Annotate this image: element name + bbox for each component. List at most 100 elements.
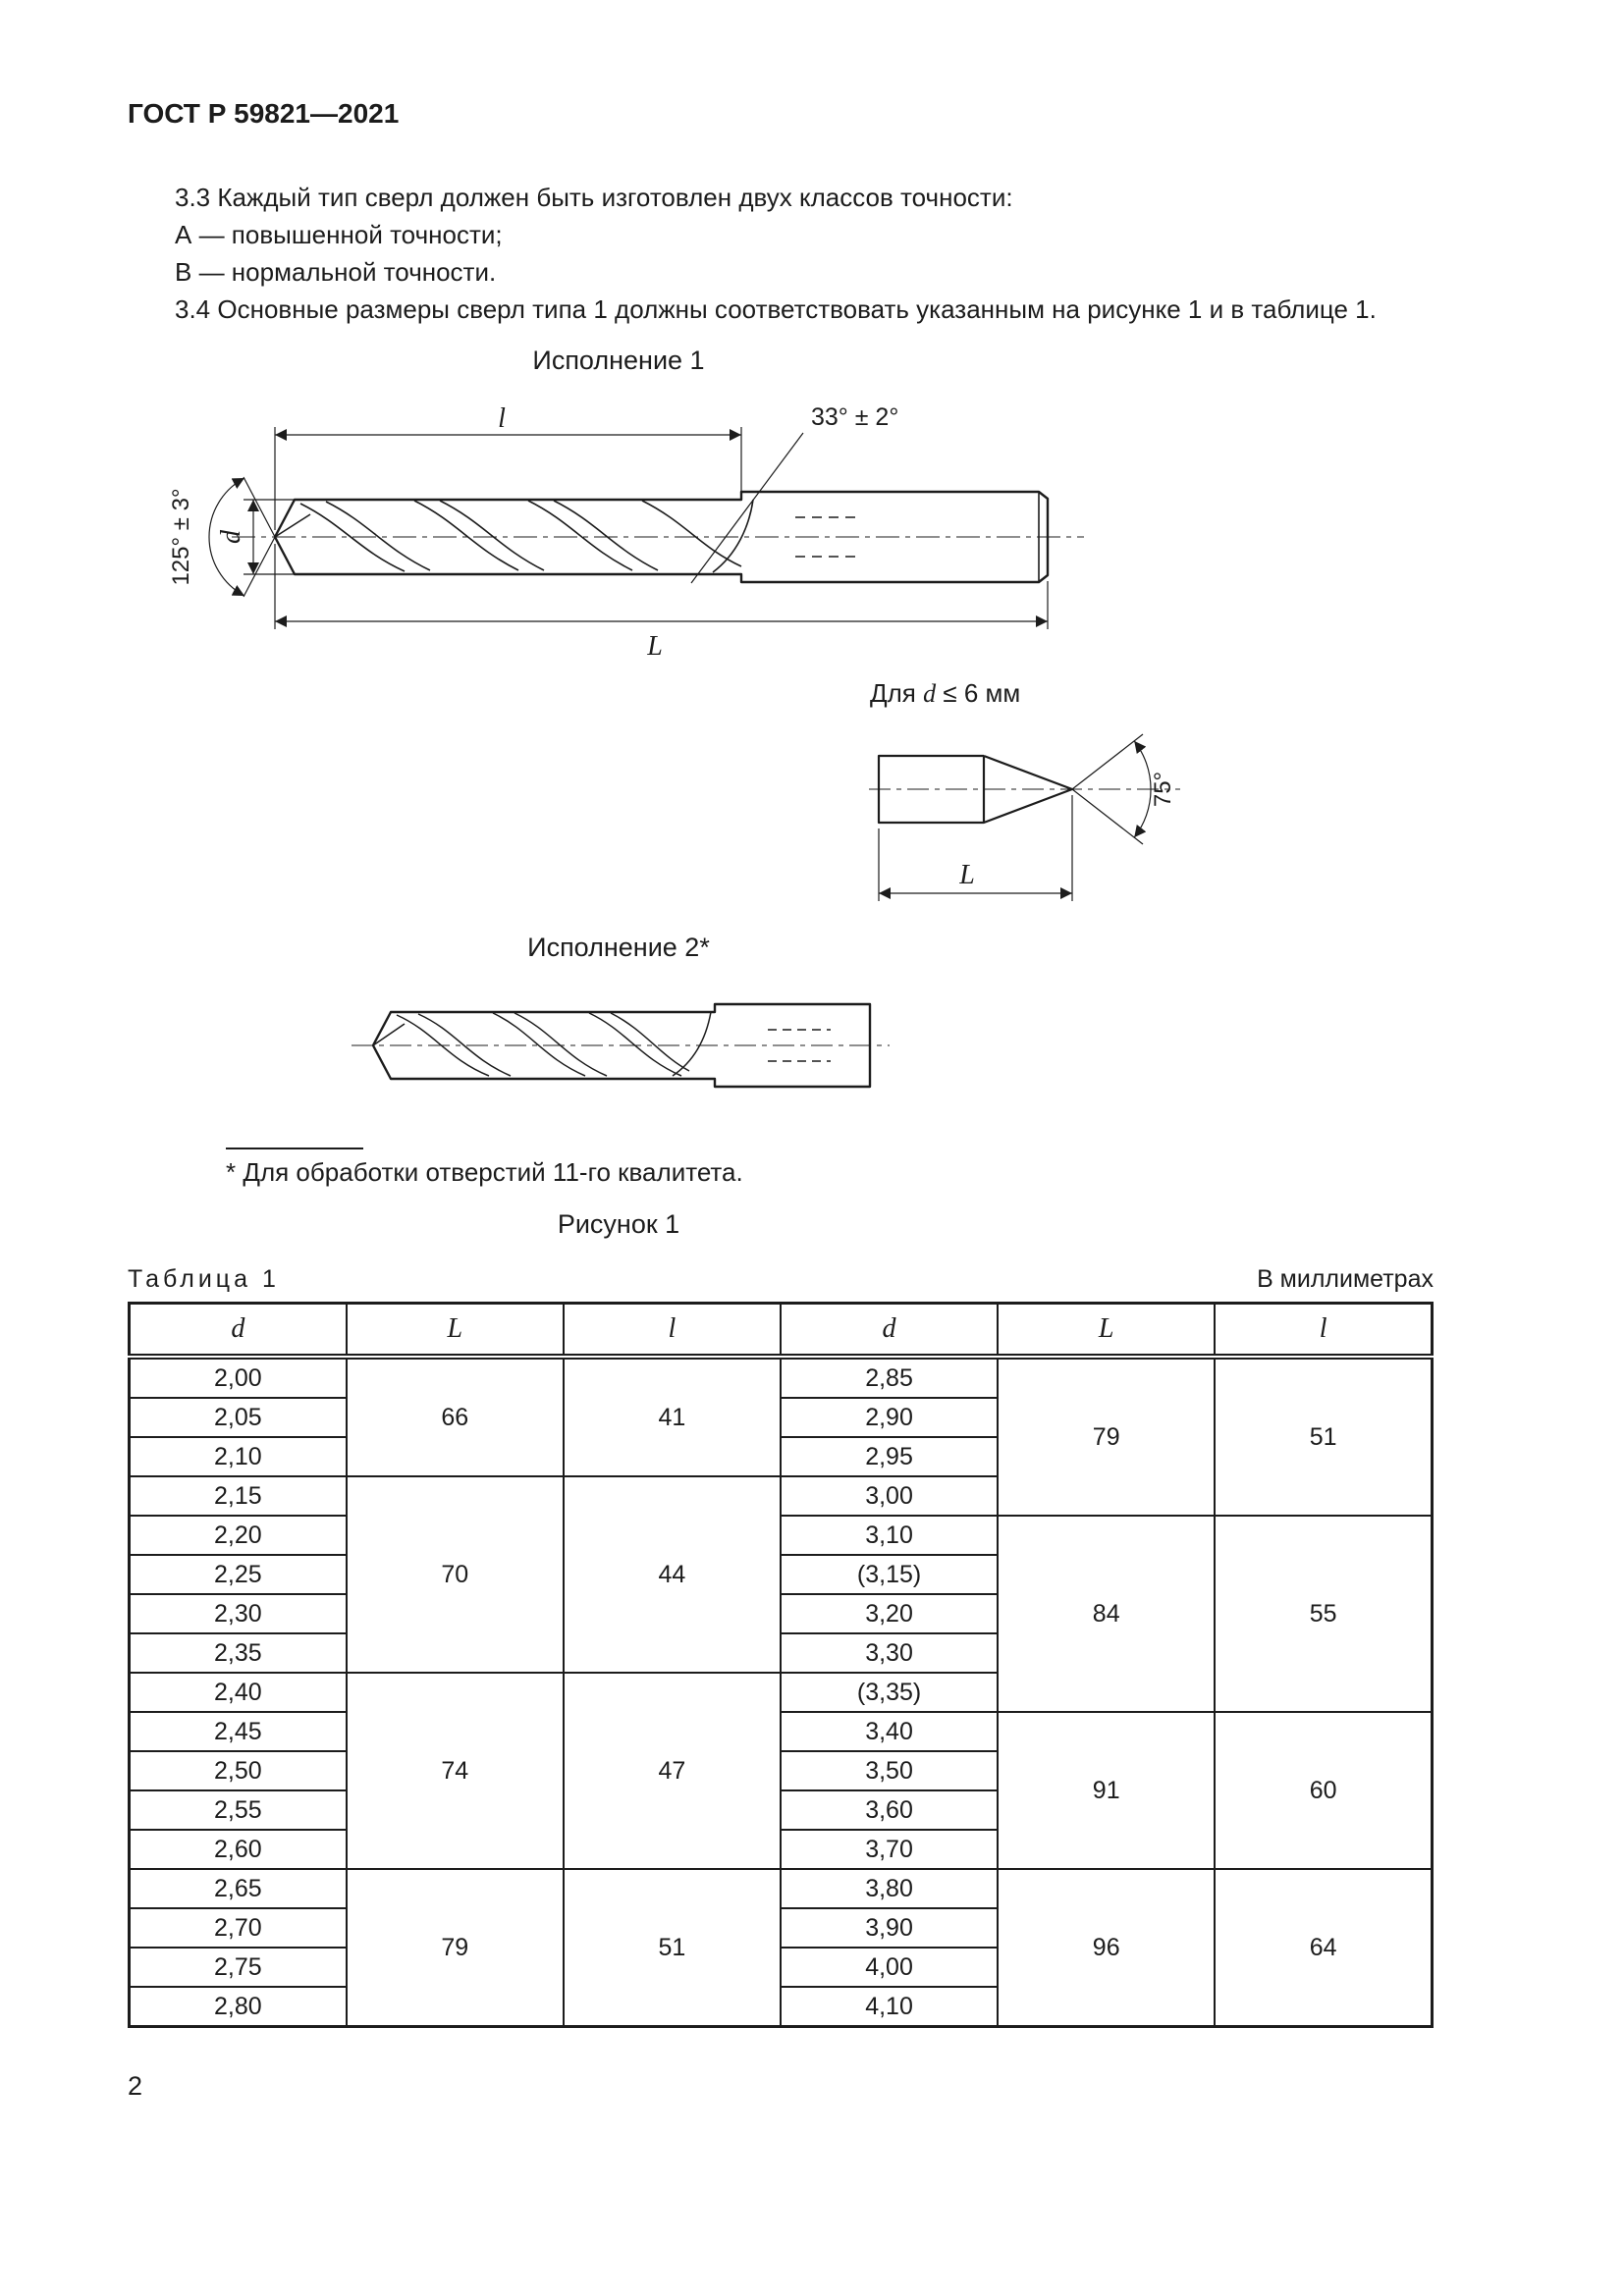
flute-lines bbox=[274, 499, 754, 573]
table-row: 2,25 (3,15) bbox=[128, 1554, 1433, 1595]
hidden-lines bbox=[795, 516, 858, 558]
table-header-cell: l bbox=[1214, 1302, 1434, 1360]
table-cell: 60 bbox=[1214, 1711, 1434, 1870]
drawing-drill-variant1: l 33° ± 2° d 125° ± 3° L bbox=[168, 403, 1084, 662]
detail-note-suffix: ≤ 6 мм bbox=[943, 678, 1021, 708]
table-cell: 2,20 bbox=[128, 1515, 348, 1556]
table-cell: 79 bbox=[345, 1868, 565, 2028]
figure-variant1-title: Исполнение 1 bbox=[532, 346, 705, 375]
dimension-L bbox=[274, 544, 1049, 629]
drill-outline bbox=[371, 1002, 872, 1089]
table-cell: 2,75 bbox=[128, 1947, 348, 1988]
dimension-d bbox=[244, 499, 295, 575]
table-header-cell: l bbox=[562, 1302, 782, 1360]
figure-variant2 bbox=[344, 975, 1434, 1122]
footnote-text: * Для обработки отверстий 11-го квалитет… bbox=[226, 1157, 743, 1187]
table-cell: 2,35 bbox=[128, 1632, 348, 1674]
table-cell: 2,05 bbox=[128, 1397, 348, 1438]
table-cell: 2,10 bbox=[128, 1436, 348, 1477]
table-cell: 47 bbox=[562, 1672, 782, 1870]
dim-label-75: 75° bbox=[1150, 772, 1176, 807]
table-cell: (3,35) bbox=[779, 1672, 1000, 1713]
table-cell: 3,30 bbox=[779, 1632, 1000, 1674]
detail-note: Для d ≤ 6 мм bbox=[870, 678, 1434, 709]
detail-note-variable: d bbox=[923, 679, 937, 708]
table-cell: (3,15) bbox=[779, 1554, 1000, 1595]
dim-label-L: L bbox=[646, 631, 663, 662]
table-cell: 66 bbox=[345, 1356, 565, 1477]
dimension-L-detail bbox=[878, 795, 1073, 901]
table-cell: 96 bbox=[997, 1868, 1217, 2028]
dim-label-L-detail: L bbox=[958, 860, 975, 890]
figure-variant2-title: Исполнение 2* bbox=[527, 933, 710, 962]
table-cell: 2,55 bbox=[128, 1789, 348, 1831]
dimension-angle-75 bbox=[1071, 733, 1152, 845]
point-detail-block: Для d ≤ 6 мм 75° bbox=[864, 678, 1434, 929]
table-cell: 3,20 bbox=[779, 1593, 1000, 1634]
figure-caption: Рисунок 1 bbox=[557, 1209, 680, 1239]
table-cell: 2,60 bbox=[128, 1829, 348, 1870]
table-row: 2,35 3,30 bbox=[128, 1632, 1433, 1674]
hidden-lines bbox=[768, 1029, 831, 1062]
table-cell: 51 bbox=[1214, 1356, 1434, 1517]
drawing-drill-variant2 bbox=[352, 1002, 890, 1089]
table-cell: 91 bbox=[997, 1711, 1217, 1870]
table-cell: 70 bbox=[345, 1475, 565, 1674]
list-item-b: В — нормальной точности. bbox=[175, 257, 497, 287]
table-cell: 74 bbox=[345, 1672, 565, 1870]
table-cell: 2,45 bbox=[128, 1711, 348, 1752]
table-cell: 2,80 bbox=[128, 1986, 348, 2028]
footnote-separator bbox=[226, 1148, 363, 1149]
table-cell: 2,00 bbox=[128, 1356, 348, 1399]
list-item-a: А — повышенной точности; bbox=[175, 220, 503, 249]
table-cell: 3,00 bbox=[779, 1475, 1000, 1517]
table-header-cell: d bbox=[779, 1302, 1000, 1360]
figure-variant1: l 33° ± 2° d 125° ± 3° L bbox=[167, 390, 1434, 674]
dim-label-point-angle: 125° ± 3° bbox=[168, 488, 194, 585]
table-cell: 51 bbox=[562, 1868, 782, 2028]
dimension-l bbox=[274, 427, 742, 530]
paragraph-3-3: 3.3 Каждый тип сверл должен быть изготов… bbox=[175, 183, 1013, 212]
table-cell: 2,70 bbox=[128, 1907, 348, 1949]
detail-note-prefix: Для bbox=[870, 678, 916, 708]
table-cell: 2,50 bbox=[128, 1750, 348, 1791]
dim-label-l: l bbox=[498, 403, 506, 434]
flute-lines bbox=[372, 1011, 712, 1077]
table-cell: 3,80 bbox=[779, 1868, 1000, 1909]
table-cell: 41 bbox=[562, 1356, 782, 1477]
table-row: 2,75 4,00 bbox=[128, 1947, 1433, 1988]
table-title: Таблица 1 bbox=[128, 1265, 280, 1293]
table-cell: 4,10 bbox=[779, 1986, 1000, 2028]
table-cell: 2,40 bbox=[128, 1672, 348, 1713]
table-cell: 3,40 bbox=[779, 1711, 1000, 1752]
table-cell: 3,10 bbox=[779, 1515, 1000, 1556]
table-cell: 4,00 bbox=[779, 1947, 1000, 1988]
dimension-point-angle bbox=[208, 476, 296, 598]
table-cell: 3,70 bbox=[779, 1829, 1000, 1870]
table-row: 2,55 3,60 bbox=[128, 1789, 1433, 1831]
table-header-cell: d bbox=[128, 1302, 348, 1360]
dim-label-helix-angle: 33° ± 2° bbox=[811, 403, 898, 431]
table-cell: 2,85 bbox=[779, 1356, 1000, 1399]
table-cell: 3,60 bbox=[779, 1789, 1000, 1831]
table-cell: 64 bbox=[1214, 1868, 1434, 2028]
table-cell: 2,25 bbox=[128, 1554, 348, 1595]
table-row: 2,60 3,70 bbox=[128, 1829, 1433, 1870]
drawing-point-detail: 75° L bbox=[869, 733, 1180, 901]
table-units: В миллиметрах bbox=[1257, 1265, 1434, 1293]
table-cell: 2,15 bbox=[128, 1475, 348, 1517]
table-cell: 2,90 bbox=[779, 1397, 1000, 1438]
